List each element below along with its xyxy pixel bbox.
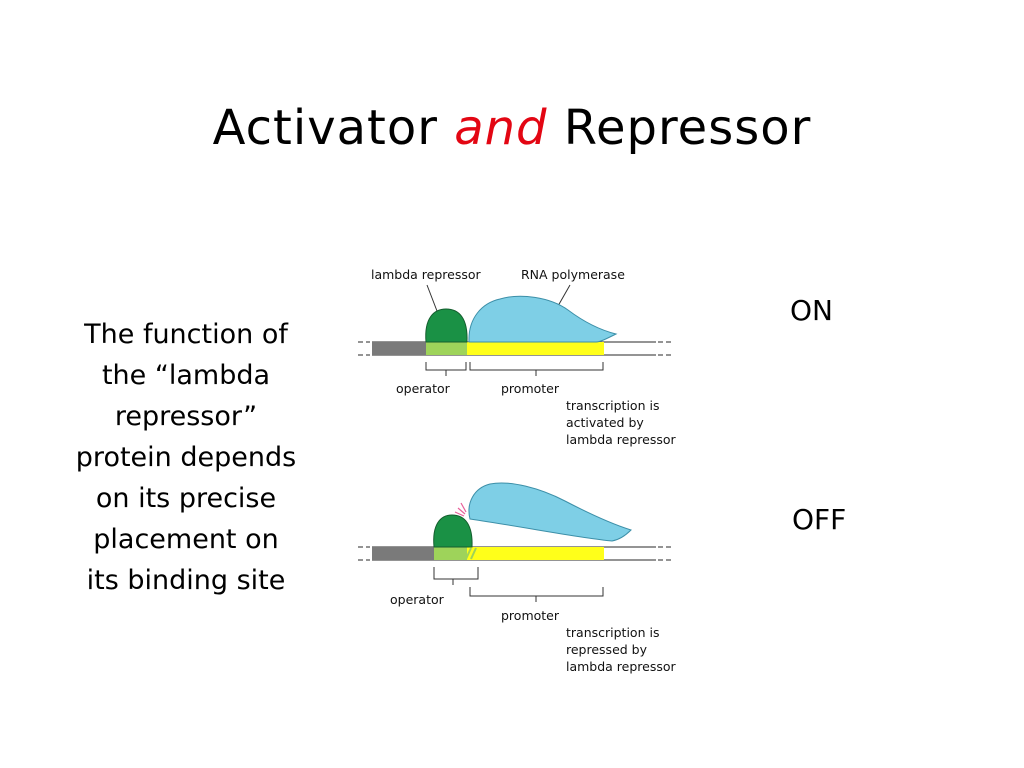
activation-note-line: lambda repressor bbox=[566, 432, 677, 447]
description-text: The function of the “lambda repressor” p… bbox=[52, 314, 320, 601]
dna-flank-segment bbox=[372, 342, 426, 355]
activation-panel: lambda repressor RNA polymerase operator… bbox=[358, 267, 677, 447]
operator-bracket bbox=[433, 567, 479, 580]
lambda-repressor-protein bbox=[433, 514, 473, 548]
repressor-pointer bbox=[426, 284, 438, 312]
promoter-segment bbox=[467, 547, 604, 560]
promoter-bracket bbox=[469, 362, 604, 371]
rna-polymerase-label: RNA polymerase bbox=[521, 267, 625, 282]
title-word-activator: Activator bbox=[212, 100, 438, 156]
promoter-label: promoter bbox=[501, 608, 560, 623]
slide-title: Activator and Repressor bbox=[0, 100, 1024, 156]
description-line: protein depends bbox=[75, 442, 297, 473]
operator-label: operator bbox=[390, 592, 445, 607]
rna-polymerase-protein bbox=[468, 482, 632, 542]
operator-bracket bbox=[425, 362, 467, 371]
description-line: its binding site bbox=[86, 565, 286, 596]
activation-note-line: activated by bbox=[566, 415, 644, 430]
lambda-repressor-protein bbox=[425, 308, 468, 343]
repression-panel: operator promoter transcription is repre… bbox=[358, 482, 677, 674]
title-word-and: and bbox=[454, 100, 548, 156]
repression-note-line: repressed by bbox=[566, 642, 648, 657]
dna-flank-segment bbox=[372, 547, 434, 560]
promoter-label: promoter bbox=[501, 381, 560, 396]
off-state-label: OFF bbox=[792, 503, 847, 536]
lambda-repressor-label: lambda repressor bbox=[371, 267, 482, 282]
title-word-repressor: Repressor bbox=[563, 100, 812, 156]
description-line: placement on bbox=[93, 524, 279, 555]
description-line: on its precise bbox=[95, 483, 277, 514]
description-line: The function of bbox=[84, 319, 288, 350]
polymerase-pointer bbox=[557, 284, 571, 307]
on-state-label: ON bbox=[790, 294, 833, 327]
description-line: the “lambda bbox=[101, 360, 271, 391]
clash-mark-icon bbox=[454, 502, 467, 517]
activation-note-line: transcription is bbox=[566, 398, 659, 413]
repression-note-line: lambda repressor bbox=[566, 659, 677, 674]
promoter-segment bbox=[467, 342, 604, 355]
overlap-hatch bbox=[465, 547, 477, 560]
promoter-bracket bbox=[469, 587, 604, 597]
description-line: repressor” bbox=[114, 401, 258, 432]
repression-note-line: transcription is bbox=[566, 625, 659, 640]
rna-polymerase-protein bbox=[468, 295, 618, 343]
operator-label: operator bbox=[396, 381, 451, 396]
operator-segment bbox=[426, 342, 467, 355]
operator-segment bbox=[434, 547, 467, 560]
